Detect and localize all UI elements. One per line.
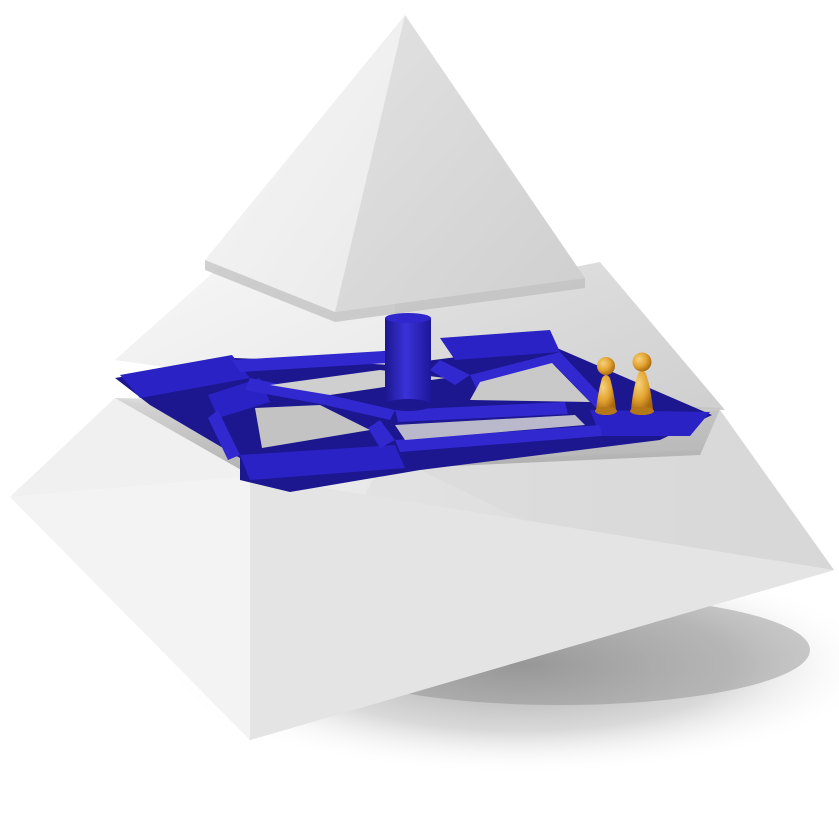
blue-column: [385, 313, 431, 411]
pyramid-top-segment: [205, 15, 585, 322]
